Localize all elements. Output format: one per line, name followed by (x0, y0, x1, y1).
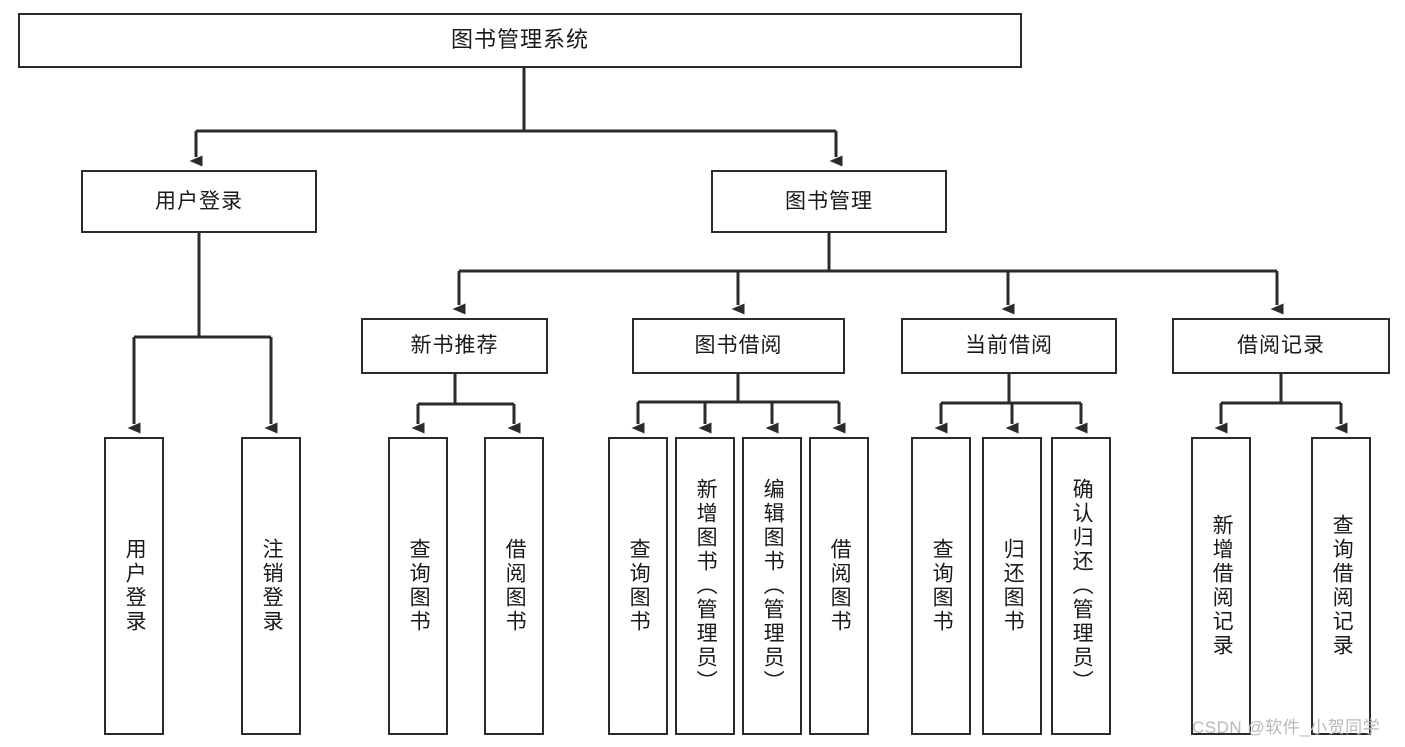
node-leaf-query-book-1[interactable]: 查询图书 (388, 437, 448, 735)
node-book-borrow[interactable]: 图书借阅 (632, 318, 845, 374)
node-label: 当前借阅 (965, 334, 1053, 358)
node-current-borrow[interactable]: 当前借阅 (901, 318, 1117, 374)
node-label: 查询图书 (930, 538, 954, 634)
node-label: 图书借阅 (694, 334, 783, 358)
node-label: 注销登录 (260, 538, 284, 634)
node-leaf-user-login[interactable]: 用户登录 (104, 437, 164, 735)
node-user-login[interactable]: 用户登录 (81, 170, 317, 233)
node-leaf-add-book[interactable]: 新增图书（管理员） (675, 437, 735, 735)
node-leaf-query-record[interactable]: 查询借阅记录 (1311, 437, 1371, 735)
node-label: 新增借阅记录 (1210, 514, 1234, 658)
node-label: 确认归还（管理员） (1070, 478, 1094, 694)
node-leaf-confirm-return[interactable]: 确认归还（管理员） (1051, 437, 1111, 735)
node-leaf-user-logout[interactable]: 注销登录 (241, 437, 301, 735)
node-leaf-borrow-book-1[interactable]: 借阅图书 (484, 437, 544, 735)
node-label: 借阅图书 (503, 538, 527, 634)
node-label: 查询图书 (627, 538, 651, 634)
node-root-system[interactable]: 图书管理系统 (18, 13, 1022, 68)
node-label: 查询借阅记录 (1330, 514, 1354, 658)
node-leaf-query-book-2[interactable]: 查询图书 (608, 437, 668, 735)
node-label: 新书推荐 (410, 334, 499, 358)
node-leaf-query-book-3[interactable]: 查询图书 (911, 437, 971, 735)
node-leaf-borrow-book-2[interactable]: 借阅图书 (809, 437, 869, 735)
node-label: 图书管理系统 (450, 27, 589, 53)
node-leaf-return-book[interactable]: 归还图书 (982, 437, 1042, 735)
node-leaf-edit-book[interactable]: 编辑图书（管理员） (742, 437, 802, 735)
node-label: 用户登录 (155, 189, 243, 213)
node-label: 查询图书 (407, 538, 431, 634)
node-book-manage[interactable]: 图书管理 (711, 170, 947, 233)
node-new-book-recommend[interactable]: 新书推荐 (361, 318, 548, 374)
node-borrow-record[interactable]: 借阅记录 (1172, 318, 1390, 374)
node-label: 归还图书 (1001, 538, 1025, 634)
node-label: 编辑图书（管理员） (761, 478, 785, 694)
node-label: 借阅图书 (828, 538, 852, 634)
node-label: 图书管理 (785, 189, 873, 213)
node-label: 用户登录 (123, 538, 147, 634)
node-label: 新增图书（管理员） (694, 478, 718, 694)
node-label: 借阅记录 (1237, 334, 1325, 358)
node-leaf-add-record[interactable]: 新增借阅记录 (1191, 437, 1251, 735)
